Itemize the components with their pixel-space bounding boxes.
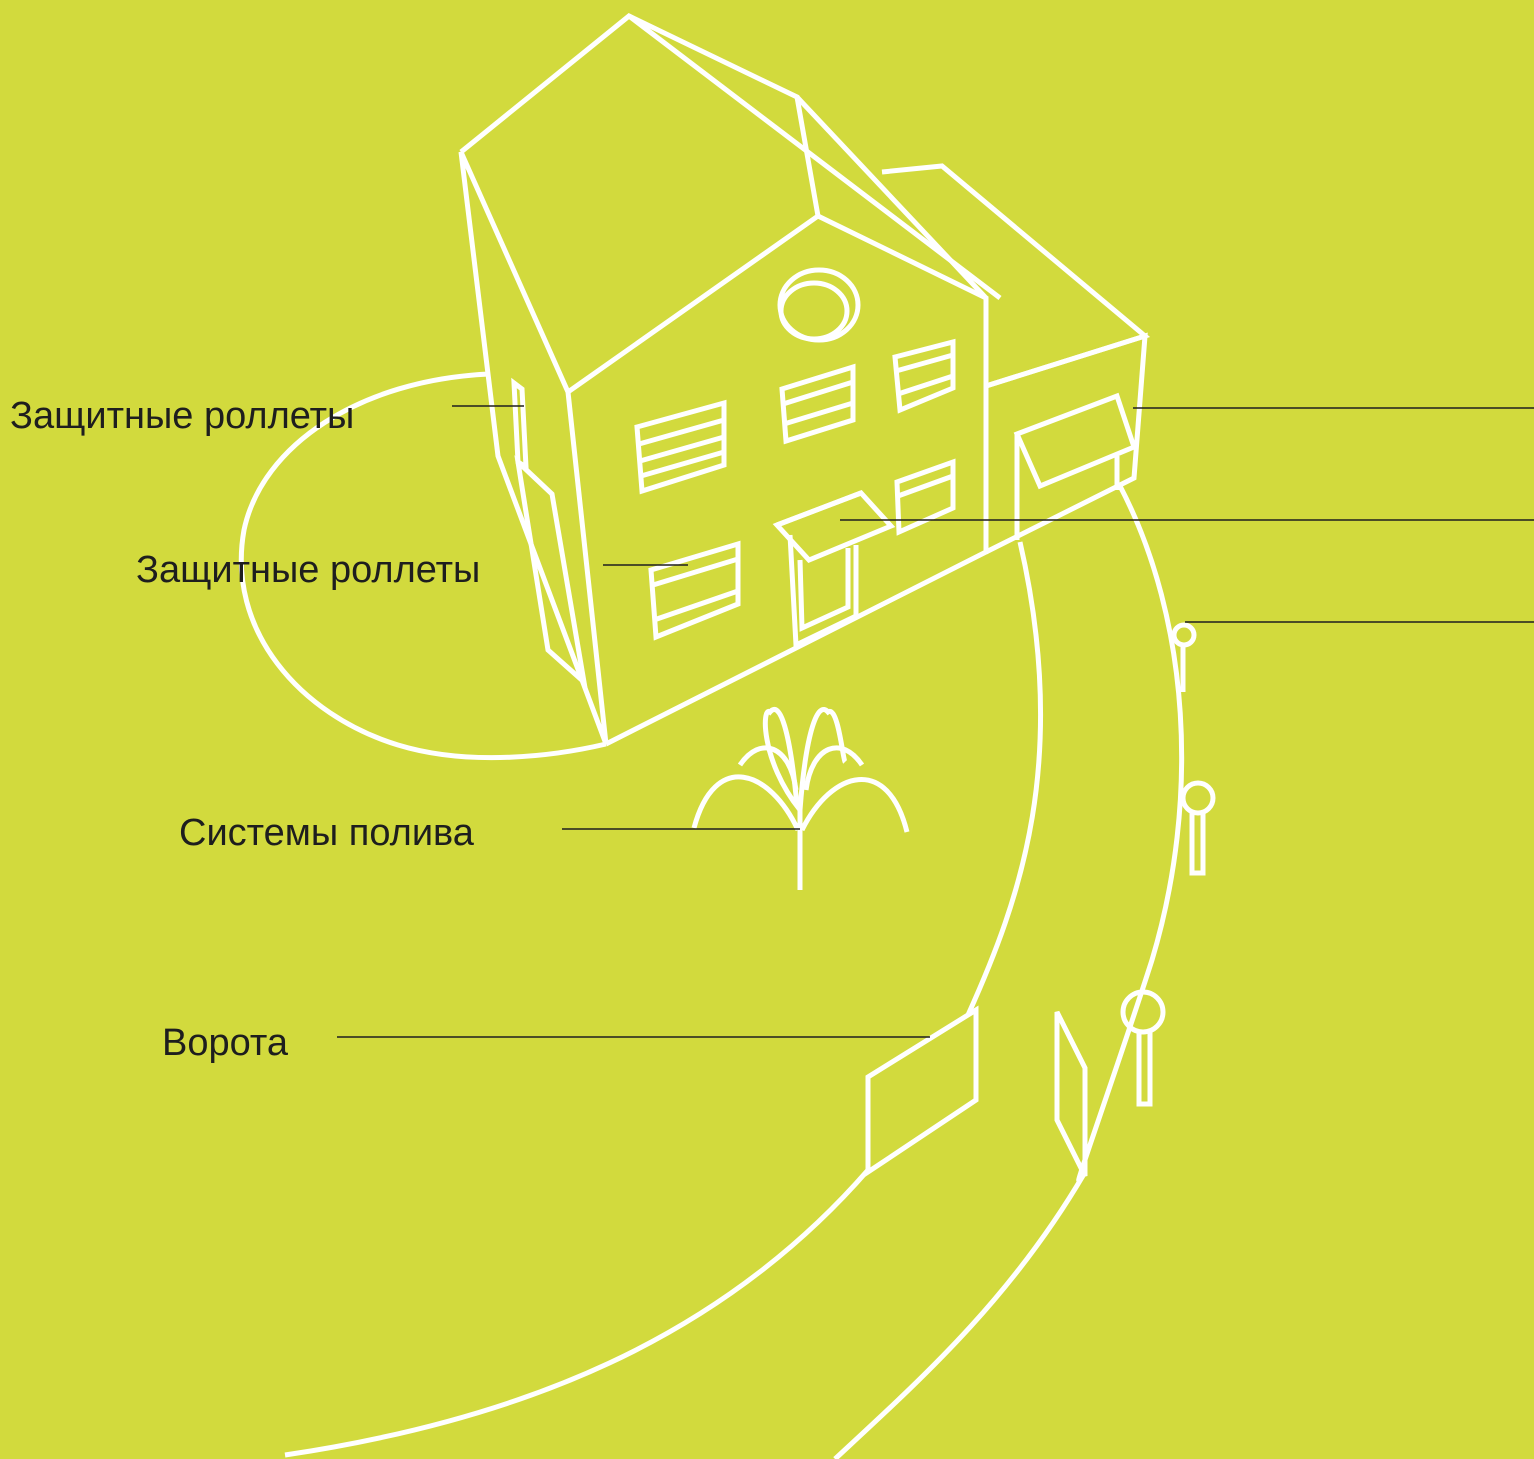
label-shutters-front: Защитные роллеты — [136, 551, 480, 589]
fountain-jet-mid-right — [806, 748, 862, 790]
driveway-left-edge — [968, 542, 1041, 1015]
label-gate: Ворота — [162, 1024, 288, 1062]
label-irrigation: Системы полива — [179, 814, 474, 852]
garage-roof — [882, 166, 1145, 386]
gate-left-leaf — [868, 1010, 976, 1172]
driveway-right-lower — [835, 1174, 1084, 1459]
window-3 — [895, 342, 953, 410]
house-front-wall — [568, 216, 986, 744]
driveway-right-edge — [1079, 486, 1182, 1180]
house-side-wall — [461, 152, 606, 744]
gate-right-leaf — [1057, 1012, 1085, 1176]
lamp-1 — [1174, 625, 1194, 645]
house-roof-edge — [797, 97, 986, 298]
window-4 — [651, 544, 738, 637]
fountain-jet-right-tall — [800, 709, 845, 810]
label-shutters-side: Защитные роллеты — [10, 397, 354, 435]
attic-window-inner — [781, 283, 847, 339]
driveway-left-lower — [285, 1170, 868, 1455]
window-5 — [897, 462, 953, 532]
side-shutter-lower — [518, 462, 584, 682]
lamp-3 — [1123, 992, 1163, 1032]
lamp-2 — [1183, 783, 1213, 813]
fountain-jet-right — [802, 780, 907, 832]
side-shutter-upper — [514, 383, 526, 467]
